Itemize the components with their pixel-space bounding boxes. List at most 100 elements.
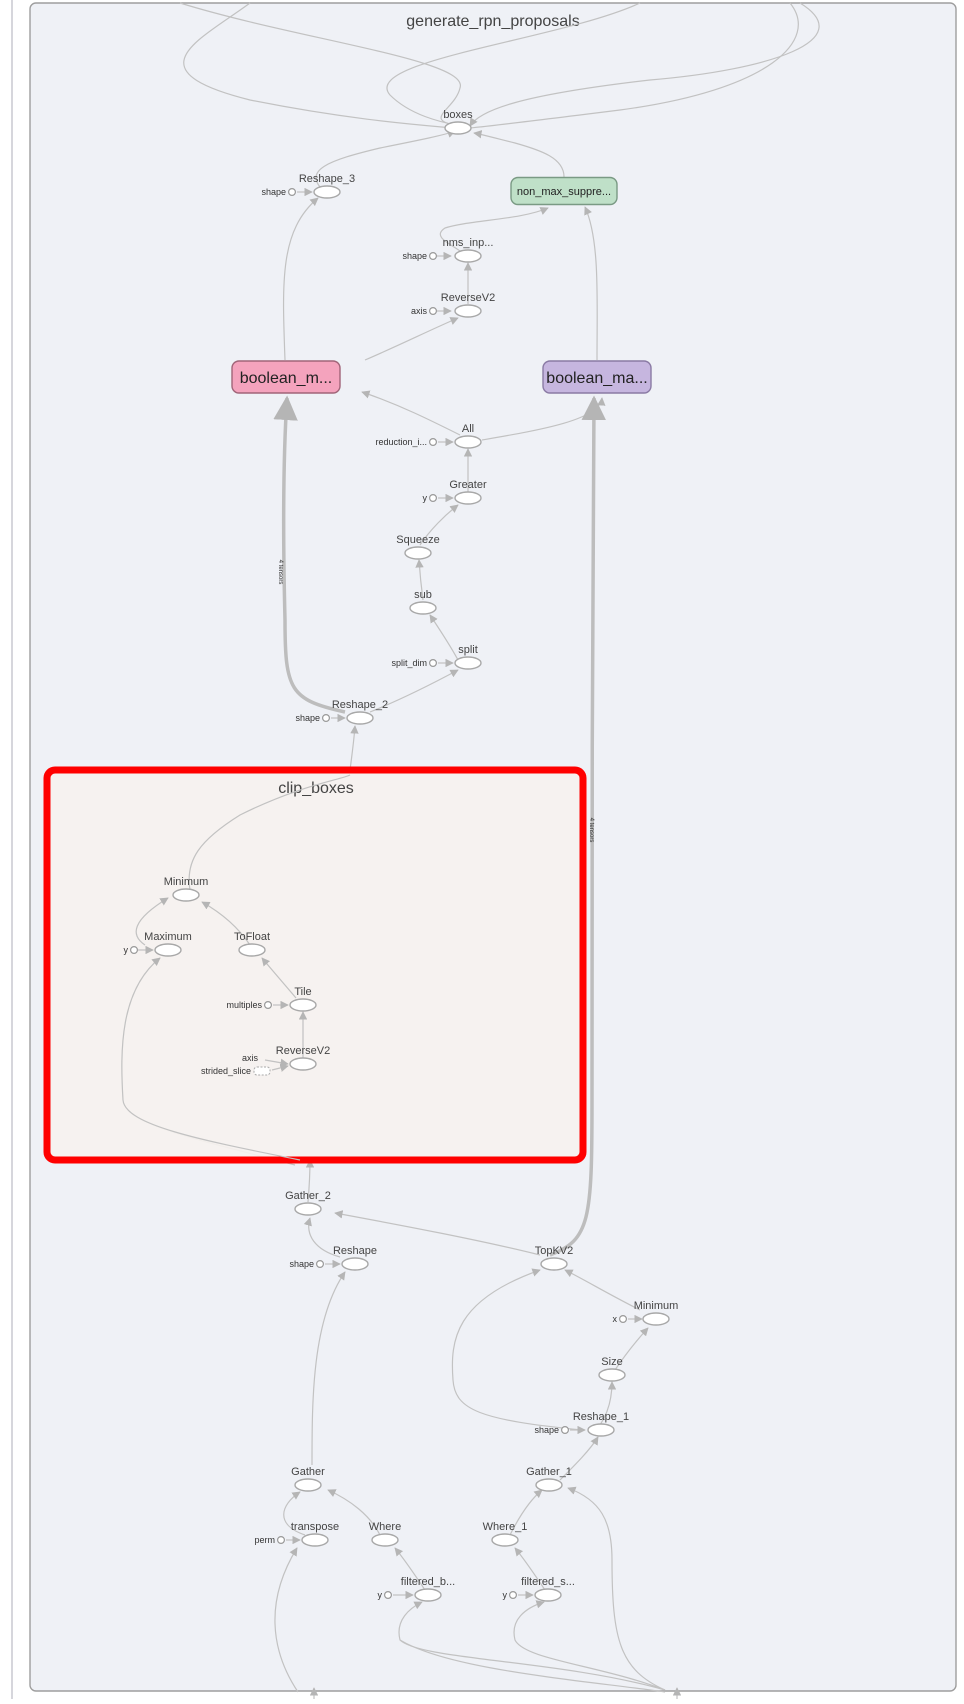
const-dot[interactable] bbox=[560, 1425, 569, 1434]
const-c_reduction[interactable]: reduction_i... bbox=[375, 437, 438, 447]
node-oval[interactable] bbox=[540, 1257, 568, 1271]
const-dot[interactable] bbox=[429, 252, 438, 261]
node-oval[interactable] bbox=[444, 121, 472, 135]
node-oval[interactable] bbox=[587, 1423, 615, 1437]
const-c_y_max[interactable]: y bbox=[124, 945, 139, 955]
node-tofloat[interactable]: ToFloat bbox=[234, 931, 270, 957]
node-box[interactable] bbox=[542, 360, 652, 394]
node-oval[interactable] bbox=[371, 1533, 399, 1547]
const-c_y_greater[interactable]: y bbox=[423, 493, 438, 503]
node-minimum[interactable]: Minimum bbox=[634, 1300, 679, 1326]
const-marker[interactable] bbox=[253, 1066, 271, 1076]
const-c_y_fb[interactable]: y bbox=[378, 1590, 393, 1600]
const-c_split_dim[interactable]: split_dim bbox=[391, 658, 438, 668]
const-c_shape3[interactable]: shape bbox=[261, 187, 297, 197]
const-c_shape_nms[interactable]: shape bbox=[402, 251, 438, 261]
node-oval[interactable] bbox=[289, 1057, 317, 1071]
node-reshape3[interactable]: Reshape_3 bbox=[299, 173, 355, 199]
node-transpose[interactable]: transpose bbox=[291, 1521, 339, 1547]
node-oval[interactable] bbox=[454, 435, 482, 449]
const-c_axis_top[interactable]: axis bbox=[411, 306, 438, 316]
group-clip-boxes[interactable]: clip_boxes bbox=[43, 766, 587, 1164]
node-oval[interactable] bbox=[454, 304, 482, 318]
const-dot[interactable] bbox=[322, 713, 331, 722]
node-oval[interactable] bbox=[454, 491, 482, 505]
node-greater[interactable]: Greater bbox=[449, 479, 487, 505]
node-gather[interactable]: Gather bbox=[291, 1466, 325, 1492]
node-oval[interactable] bbox=[409, 601, 437, 615]
const-dot[interactable] bbox=[429, 494, 438, 503]
node-oval[interactable] bbox=[535, 1478, 563, 1492]
node-oval[interactable] bbox=[289, 998, 317, 1012]
const-c_x_min[interactable]: x bbox=[613, 1314, 627, 1324]
node-box[interactable] bbox=[231, 360, 341, 394]
node-all[interactable]: All bbox=[454, 423, 482, 449]
const-c_shape_reshape[interactable]: shape bbox=[289, 1259, 325, 1269]
node-filtered_b[interactable]: filtered_b... bbox=[401, 1576, 455, 1602]
node-where[interactable]: Where bbox=[369, 1521, 401, 1547]
edge bbox=[315, 129, 456, 193]
node-oval[interactable] bbox=[491, 1533, 519, 1547]
node-oval[interactable] bbox=[294, 1478, 322, 1492]
node-oval[interactable] bbox=[598, 1368, 626, 1382]
node-oval[interactable] bbox=[313, 185, 341, 199]
node-reverse_top[interactable]: ReverseV2 bbox=[441, 292, 495, 318]
const-dot[interactable] bbox=[509, 1590, 518, 1599]
const-dot[interactable] bbox=[288, 188, 297, 197]
node-oval[interactable] bbox=[238, 943, 266, 957]
node-bool_purple[interactable]: boolean_ma... bbox=[542, 360, 652, 394]
node-oval[interactable] bbox=[154, 943, 182, 957]
node-nmsinp[interactable]: nms_inp... bbox=[443, 237, 494, 263]
node-oval[interactable] bbox=[172, 888, 200, 902]
node-gather2[interactable]: Gather_2 bbox=[285, 1190, 331, 1216]
node-label: boolean_ma... bbox=[546, 370, 647, 387]
node-oval[interactable] bbox=[534, 1588, 562, 1602]
node-boxes[interactable]: boxes bbox=[443, 109, 473, 135]
const-dot[interactable] bbox=[618, 1314, 627, 1323]
node-where1[interactable]: Where_1 bbox=[483, 1521, 528, 1547]
node-oval[interactable] bbox=[294, 1202, 322, 1216]
const-dot[interactable] bbox=[130, 945, 139, 954]
const-c_perm[interactable]: perm bbox=[254, 1535, 286, 1545]
const-c_shape2[interactable]: shape bbox=[295, 713, 331, 723]
node-bool_pink[interactable]: boolean_m... bbox=[231, 360, 341, 394]
const-dot[interactable] bbox=[429, 438, 438, 447]
node-gather1[interactable]: Gather_1 bbox=[526, 1466, 572, 1492]
node-oval[interactable] bbox=[346, 711, 374, 725]
node-squeeze[interactable]: Squeeze bbox=[396, 534, 440, 560]
node-split[interactable]: split bbox=[454, 644, 482, 670]
node-tile[interactable]: Tile bbox=[289, 986, 317, 1012]
const-dot[interactable] bbox=[316, 1259, 325, 1268]
node-oval[interactable] bbox=[301, 1533, 329, 1547]
node-reshape2[interactable]: Reshape_2 bbox=[332, 699, 388, 725]
node-box[interactable] bbox=[510, 176, 618, 206]
const-c_strided[interactable]: strided_slice bbox=[201, 1066, 271, 1076]
node-minimum_clip[interactable]: Minimum bbox=[164, 876, 209, 902]
node-reverse_clip[interactable]: ReverseV2 bbox=[276, 1045, 330, 1071]
node-oval[interactable] bbox=[454, 249, 482, 263]
const-c_axis_clip[interactable]: axis bbox=[242, 1053, 259, 1063]
node-oval[interactable] bbox=[341, 1257, 369, 1271]
node-label: Reshape_3 bbox=[299, 173, 355, 185]
node-oval[interactable] bbox=[404, 546, 432, 560]
const-dot[interactable] bbox=[429, 307, 438, 316]
const-dot[interactable] bbox=[277, 1535, 286, 1544]
const-c_shape1[interactable]: shape bbox=[534, 1425, 569, 1435]
const-dot[interactable] bbox=[264, 1000, 273, 1009]
node-nms[interactable]: non_max_suppre... bbox=[510, 176, 618, 206]
const-c_multiples[interactable]: multiples bbox=[226, 1000, 273, 1010]
node-topkv2[interactable]: TopKV2 bbox=[535, 1245, 574, 1271]
node-filtered_s[interactable]: filtered_s... bbox=[521, 1576, 575, 1602]
node-sub[interactable]: sub bbox=[409, 589, 437, 615]
const-dot[interactable] bbox=[384, 1590, 393, 1599]
node-oval[interactable] bbox=[454, 656, 482, 670]
const-dot[interactable] bbox=[429, 658, 438, 667]
const-c_y_fs[interactable]: y bbox=[503, 1590, 518, 1600]
node-size[interactable]: Size bbox=[598, 1356, 626, 1382]
node-reshape1[interactable]: Reshape_1 bbox=[573, 1411, 629, 1437]
node-oval[interactable] bbox=[414, 1588, 442, 1602]
node-maximum[interactable]: Maximum bbox=[144, 931, 192, 957]
node-reshape[interactable]: Reshape bbox=[333, 1245, 377, 1271]
node-oval[interactable] bbox=[642, 1312, 670, 1326]
